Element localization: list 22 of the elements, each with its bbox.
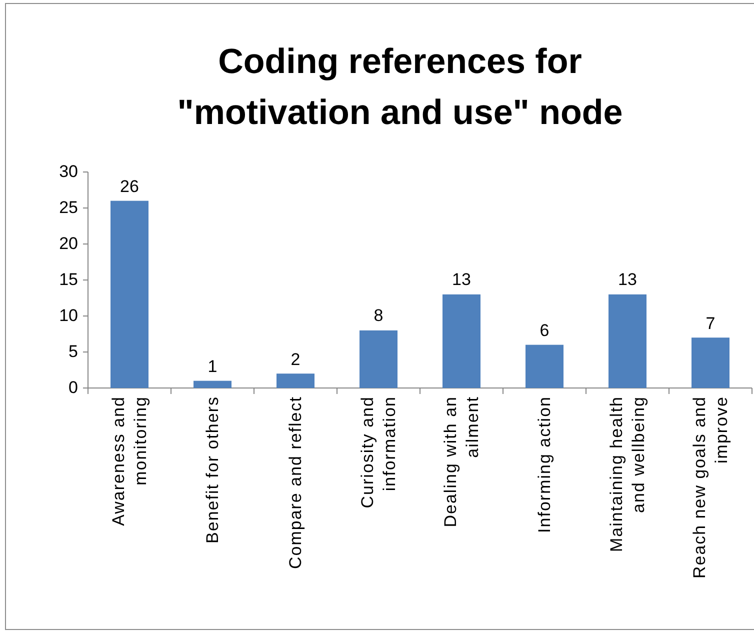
data-label: 1 — [206, 356, 218, 377]
y-tick-label: 15 — [58, 270, 78, 290]
y-tick-label: 20 — [58, 234, 78, 254]
category-label: Benefit for others — [202, 396, 222, 546]
chart-title: Coding references for "motivation and use" node — [176, 41, 624, 134]
y-tick-label: 5 — [68, 342, 78, 362]
category-label: Awareness and monitoring — [108, 396, 150, 528]
category-label: Informing action — [534, 396, 554, 535]
data-label: 6 — [538, 320, 550, 341]
data-label: 13 — [451, 270, 472, 290]
y-tick-label: 10 — [58, 306, 78, 326]
category-label: Maintaining health and wellbeing — [606, 396, 648, 554]
data-label: 26 — [119, 176, 140, 197]
category-label: Compare and reflect — [284, 396, 306, 572]
data-label: 2 — [290, 350, 302, 370]
y-tick-label: 0 — [68, 378, 78, 398]
data-label: 7 — [704, 314, 716, 334]
data-label: 8 — [372, 306, 384, 326]
y-tick-label: 25 — [58, 198, 78, 218]
category-label: Curiosity and information — [356, 396, 400, 510]
y-tick-label: 30 — [58, 162, 78, 182]
data-label: 13 — [617, 270, 638, 290]
